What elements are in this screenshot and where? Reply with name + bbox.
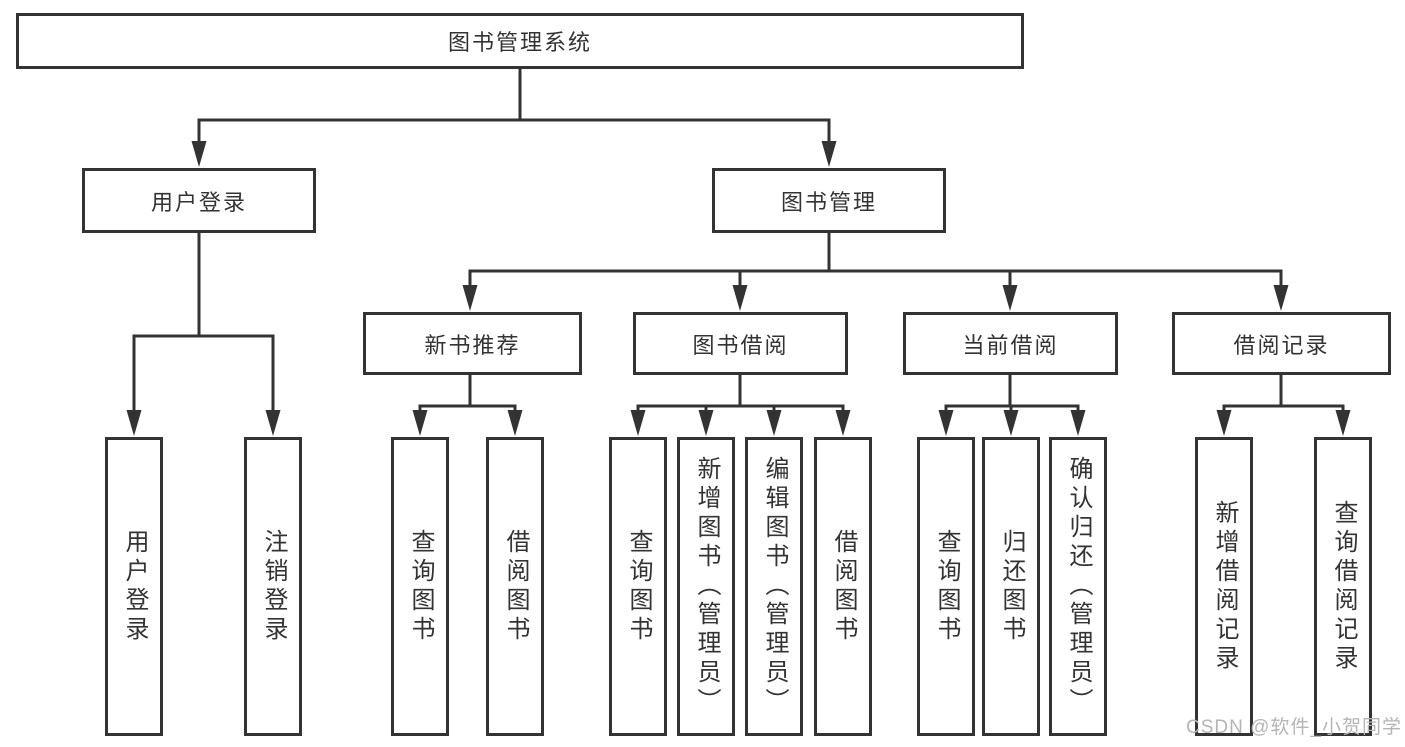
node-query-borrow-record-label: 查询借阅记录 bbox=[1330, 499, 1357, 674]
node-logout-label: 注销登录 bbox=[260, 528, 287, 645]
node-book-borrowing-label: 图书借阅 bbox=[692, 332, 789, 358]
node-user-login: 用户登录 bbox=[82, 168, 316, 233]
node-return-books: 归还图书 bbox=[982, 437, 1040, 736]
node-query-books-recommend: 查询图书 bbox=[391, 437, 449, 736]
node-confirm-return-admin-label: 确认归还（管理员） bbox=[1065, 456, 1092, 717]
node-current-borrowing-label: 当前借阅 bbox=[962, 332, 1059, 358]
node-login-label: 用户登录 bbox=[121, 528, 148, 645]
node-edit-book-admin: 编辑图书（管理员） bbox=[745, 437, 803, 736]
node-add-book-admin: 新增图书（管理员） bbox=[677, 437, 735, 736]
node-user-login-label: 用户登录 bbox=[150, 189, 247, 215]
node-borrow-records-label: 借阅记录 bbox=[1233, 332, 1330, 358]
node-borrow-books-borrowing: 借阅图书 bbox=[814, 437, 872, 736]
node-confirm-return-admin: 确认归还（管理员） bbox=[1049, 437, 1107, 736]
node-query-books-borrowing: 查询图书 bbox=[609, 437, 667, 736]
node-add-borrow-record: 新增借阅记录 bbox=[1195, 437, 1253, 736]
node-root-label: 图书管理系统 bbox=[447, 30, 592, 55]
node-add-book-admin-label: 新增图书（管理员） bbox=[693, 456, 720, 717]
arrowheads bbox=[126, 141, 1351, 436]
node-login: 用户登录 bbox=[105, 437, 163, 736]
node-query-books-current-label: 查询图书 bbox=[933, 528, 960, 645]
node-root: 图书管理系统 bbox=[16, 13, 1024, 69]
node-current-borrowing: 当前借阅 bbox=[903, 312, 1118, 375]
node-add-borrow-record-label: 新增借阅记录 bbox=[1211, 499, 1238, 674]
node-query-books-recommend-label: 查询图书 bbox=[407, 528, 434, 645]
node-return-books-label: 归还图书 bbox=[998, 528, 1025, 645]
node-book-management-label: 图书管理 bbox=[780, 189, 877, 215]
node-logout: 注销登录 bbox=[244, 437, 302, 736]
node-query-books-current: 查询图书 bbox=[917, 437, 975, 736]
node-book-management: 图书管理 bbox=[712, 168, 946, 233]
node-borrow-records: 借阅记录 bbox=[1172, 312, 1391, 375]
node-query-books-borrowing-label: 查询图书 bbox=[625, 528, 652, 645]
node-book-borrowing: 图书借阅 bbox=[633, 312, 848, 375]
node-edit-book-admin-label: 编辑图书（管理员） bbox=[761, 456, 788, 717]
node-new-book-recommend-label: 新书推荐 bbox=[424, 332, 521, 358]
node-borrow-books-recommend: 借阅图书 bbox=[486, 437, 544, 736]
node-new-book-recommend: 新书推荐 bbox=[363, 312, 582, 375]
node-borrow-books-borrowing-label: 借阅图书 bbox=[830, 528, 857, 645]
node-query-borrow-record: 查询借阅记录 bbox=[1314, 437, 1372, 736]
csdn-watermark: CSDN @软件_小贺同学 bbox=[1186, 717, 1402, 738]
node-borrow-books-recommend-label: 借阅图书 bbox=[502, 528, 529, 645]
